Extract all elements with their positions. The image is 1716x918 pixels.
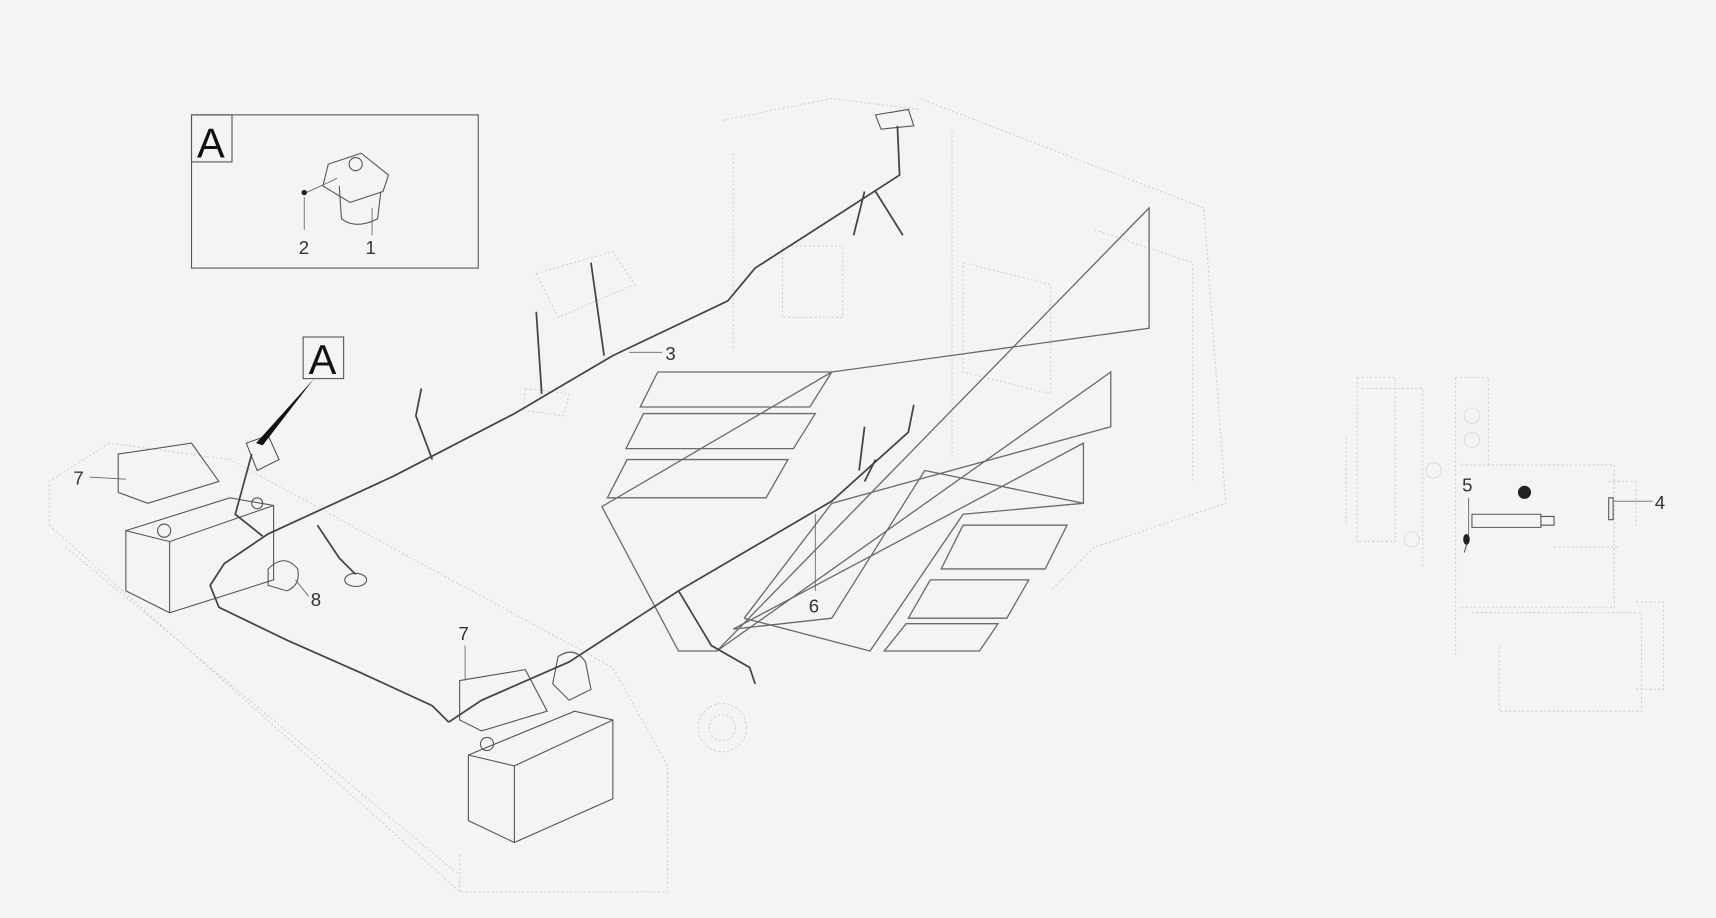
battery-center: [459, 669, 614, 844]
detail-reference-a: A: [256, 336, 345, 446]
callout-4: 4: [1655, 492, 1665, 513]
callout-1: 1: [366, 237, 376, 258]
callouts: 3 7 8 7 6: [73, 343, 819, 681]
brand-logo-outline: [601, 206, 1150, 652]
detail-reference-label: A: [309, 336, 337, 383]
machine-frame-ghost: [48, 97, 1227, 893]
battery-left: [117, 442, 275, 614]
callout-2: 2: [299, 237, 309, 258]
side-view: 5 4: [1345, 376, 1665, 712]
callout-7-center: 7: [459, 623, 469, 644]
detail-view-label: A: [197, 120, 225, 167]
callout-5: 5: [1462, 474, 1472, 495]
callout-8: 8: [311, 589, 321, 610]
detail-view-a: A 2 1: [190, 114, 479, 269]
callout-7-left: 7: [73, 468, 83, 489]
main-harness: [209, 125, 915, 723]
callout-3: 3: [665, 343, 675, 364]
callout-6: 6: [809, 596, 819, 617]
